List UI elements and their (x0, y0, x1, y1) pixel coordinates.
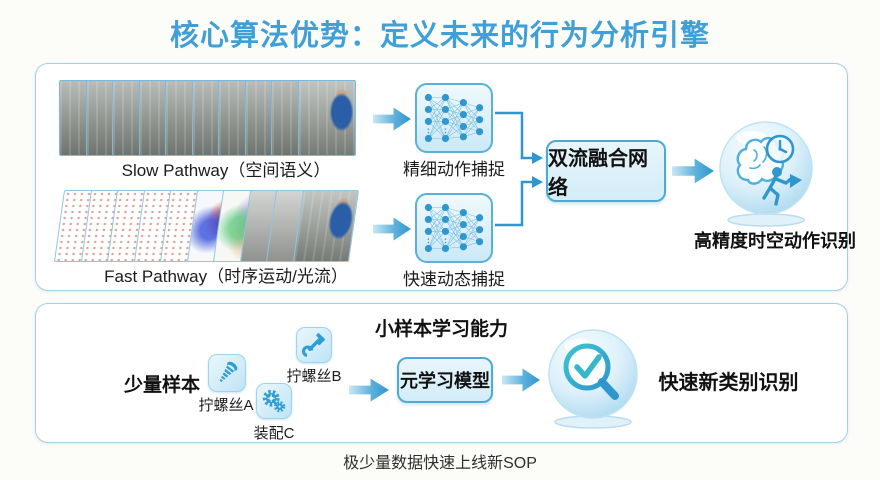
sample-tile-label: 拧螺丝A (198, 397, 254, 414)
few-shot-panel: 小样本学习能力 少量样本 拧螺丝A 拧螺丝B (35, 303, 848, 443)
fast-pathway-frame-stack (53, 190, 359, 268)
neural-network-icon (424, 203, 484, 253)
top-result-label: 高精度时空动作识别 (694, 231, 856, 251)
sample-tile (296, 327, 332, 363)
fast-pathway-label: Fast Pathway（时序运动/光流） (104, 267, 348, 286)
video-frame (297, 80, 356, 156)
wrench-icon (301, 333, 326, 358)
slow-pathway-frame-stack (59, 80, 359, 160)
sample-tile-label: 拧螺丝B (286, 368, 342, 385)
neural-network-icon (424, 93, 484, 143)
page-title: 核心算法优势：定义未来的行为分析引擎 (169, 20, 710, 52)
few-shot-title: 小样本学习能力 (374, 319, 508, 340)
fast-nn-label: 快速动态捕捉 (403, 270, 505, 289)
samples-label: 少量样本 (124, 375, 201, 396)
slow-nn-box (415, 83, 493, 153)
bottom-caption: 极少量数据快速上线新SOP (343, 455, 537, 472)
gears-icon (262, 389, 286, 413)
meta-learning-model-box: 元学习模型 (397, 357, 493, 403)
fusion-network-box: 双流融合网络 (546, 140, 666, 202)
fast-nn-box (415, 193, 493, 263)
slow-nn-label: 精细动作捕捉 (403, 160, 505, 179)
sample-tile (208, 354, 246, 392)
video-frame (292, 190, 359, 262)
meta-learning-model-label: 元学习模型 (400, 371, 490, 391)
fusion-network-label: 双流融合网络 (548, 148, 648, 199)
connector-lines (495, 111, 543, 227)
brain-clock-action-icon (719, 121, 813, 227)
bottom-result-label: 快速新类别识别 (658, 372, 799, 394)
slow-pathway-label: Slow Pathway（空间语义） (121, 161, 331, 180)
sample-tile-label: 装配C (253, 425, 295, 442)
arrow-icon (349, 378, 389, 402)
sample-tile (256, 383, 292, 419)
arrow-icon (502, 368, 540, 392)
screw-icon (219, 361, 238, 382)
dual-stream-panel: Slow Pathway（空间语义） Fast Pathway（时序运动/光流）… (35, 63, 856, 291)
magnifier-check-icon (548, 329, 638, 429)
